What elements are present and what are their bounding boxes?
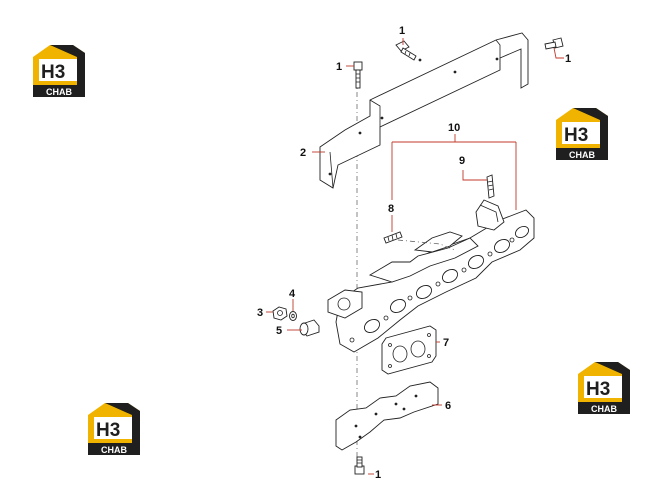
callout-labels: 1 1 1 1 2 3 4 5 6 7 8 9 10 bbox=[257, 25, 571, 481]
manifold-ports bbox=[364, 225, 530, 334]
callout-label: 5 bbox=[276, 325, 282, 337]
logo-big-text: H3 bbox=[96, 420, 120, 441]
brand-logo: H3 CHAB bbox=[578, 362, 630, 414]
exhaust-manifold bbox=[327, 199, 535, 353]
callout-label: 1 bbox=[565, 53, 571, 65]
callout-label: 1 bbox=[375, 469, 381, 481]
bolt-top-center bbox=[353, 61, 363, 89]
nut-part-3 bbox=[272, 306, 288, 321]
logo-big-text: H3 bbox=[586, 379, 610, 400]
logo-small-text: CHAB bbox=[591, 404, 617, 414]
heat-shield-bracket bbox=[319, 32, 529, 189]
brand-logo: H3 CHAB bbox=[556, 108, 608, 160]
brand-logo: H3 CHAB bbox=[33, 45, 85, 97]
callout-label: 6 bbox=[445, 400, 451, 412]
logo-small-text: CHAB bbox=[101, 445, 127, 455]
logo-small-text: CHAB bbox=[46, 87, 72, 97]
bolt-top-right bbox=[544, 37, 564, 50]
callout-label: 10 bbox=[448, 122, 460, 134]
callout-label: 1 bbox=[336, 61, 342, 73]
stud-part-8 bbox=[383, 231, 403, 244]
brand-logo: H3 CHAB bbox=[88, 403, 140, 455]
plate-part-6 bbox=[335, 381, 439, 451]
washer-part-4 bbox=[289, 311, 297, 321]
bolt-top-bracket bbox=[395, 40, 417, 61]
callout-label: 9 bbox=[459, 155, 465, 167]
logo-big-text: H3 bbox=[564, 125, 588, 146]
callout-label: 3 bbox=[257, 307, 263, 319]
logo-small-text: CHAB bbox=[569, 150, 595, 160]
stud-part-9 bbox=[486, 174, 495, 199]
leader-lines bbox=[266, 38, 564, 475]
callout-label: 2 bbox=[300, 147, 306, 159]
callout-label: 1 bbox=[399, 25, 405, 37]
logo-big-text: H3 bbox=[41, 62, 65, 83]
spacer-part-5 bbox=[299, 319, 320, 337]
callout-label: 8 bbox=[388, 203, 394, 215]
bolt-bottom bbox=[354, 456, 365, 475]
callout-label: 4 bbox=[289, 288, 296, 300]
gasket-part-7 bbox=[381, 325, 437, 375]
callout-label: 7 bbox=[443, 337, 449, 349]
